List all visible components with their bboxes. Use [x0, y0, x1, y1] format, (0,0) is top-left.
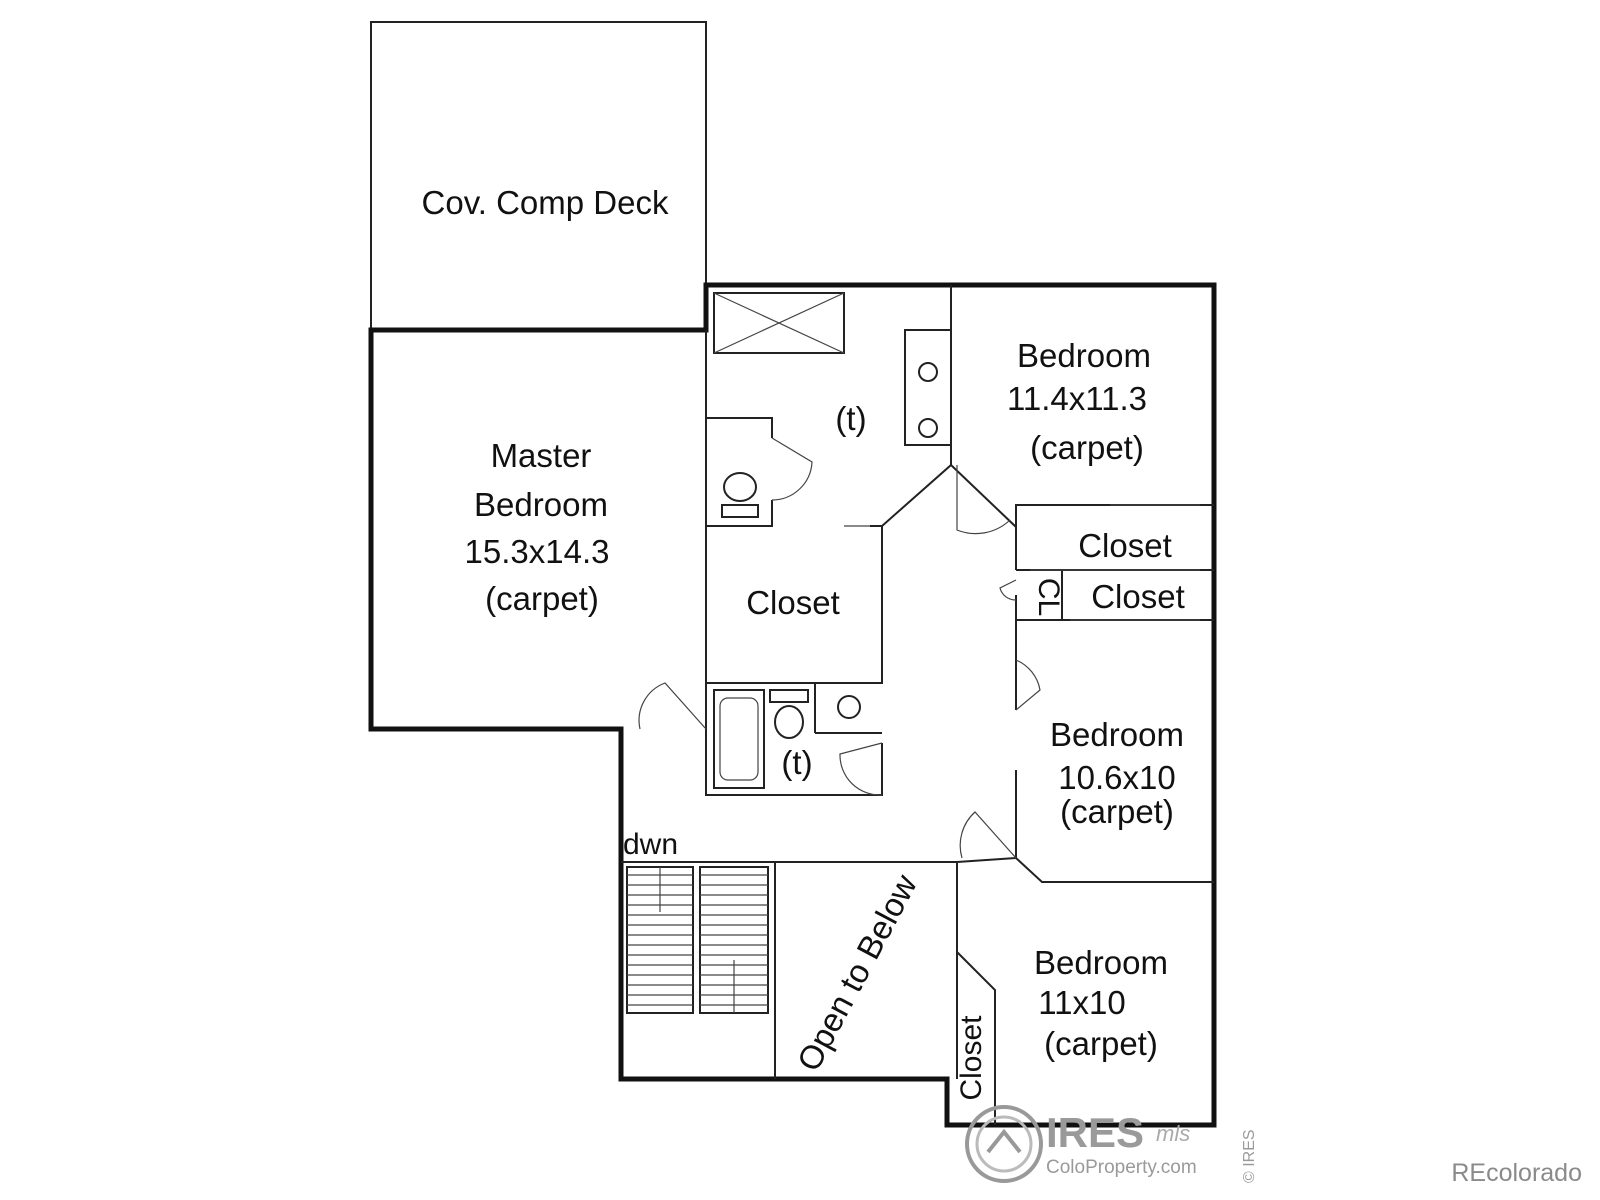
master-bedroom-line2: Bedroom [474, 486, 608, 523]
bedroom-3-name: Bedroom [1034, 944, 1168, 981]
closet-b-label: Closet [1091, 578, 1185, 615]
bedroom-2: Bedroom 10.6x10 (carpet) [1050, 716, 1184, 830]
exterior-walls [368, 282, 1217, 1128]
master-bedroom: Master Bedroom 15.3x14.3 (carpet) [465, 437, 610, 617]
door-swings [638, 437, 1041, 859]
bedroom-3-dims: 11x10 [1038, 984, 1125, 1021]
recolorado-watermark: REcolorado [1451, 1159, 1582, 1187]
bedroom-2-floor: (carpet) [1060, 793, 1174, 830]
bedroom-2-dims: 10.6x10 [1058, 759, 1175, 796]
bedroom-1-dims: 11.4x11.3 [1007, 380, 1147, 417]
ires-brand: IRES [1046, 1109, 1144, 1156]
hall-toilet [769, 689, 809, 739]
ires-site: ColoProperty.com [1046, 1157, 1197, 1178]
ires-mls: mls [1156, 1121, 1190, 1146]
closet-vertical-label: Closet [955, 1015, 988, 1101]
bedroom-3-floor: (carpet) [1044, 1025, 1158, 1062]
stairs: dwn [623, 828, 769, 1014]
closet-cl-label: CL [1032, 578, 1065, 616]
open-to-below-label: Open to Below [790, 868, 924, 1077]
bedroom-1-name: Bedroom [1017, 337, 1151, 374]
stairs-down-label: dwn [623, 828, 678, 861]
bedroom-2-name: Bedroom [1050, 716, 1184, 753]
shower-fixture [713, 292, 845, 354]
bedroom-1-floor: (carpet) [1030, 429, 1144, 466]
bathtub [713, 689, 765, 789]
closet-a-label: Closet [1078, 527, 1172, 564]
covered-deck: Cov. Comp Deck [370, 21, 707, 331]
master-bedroom-line1: Master [491, 437, 592, 474]
bedroom-3: Bedroom 11x10 (carpet) [1034, 944, 1168, 1062]
hall-sink [837, 695, 861, 719]
master-sinks [918, 362, 938, 438]
master-toilet [721, 472, 759, 518]
closet-sliders [1030, 504, 1200, 621]
master-bedroom-dims: 15.3x14.3 [465, 533, 610, 570]
ires-logo: IRES mls ColoProperty.com © IRES [965, 1105, 1258, 1183]
master-closet-label: Closet [746, 584, 840, 621]
master-toilet-label: (t) [835, 400, 866, 437]
ires-side: © IRES [1241, 1129, 1258, 1183]
deck-label: Cov. Comp Deck [422, 184, 669, 221]
bedroom-1: Bedroom 11.4x11.3 (carpet) [1007, 337, 1151, 466]
hall-toilet-label: (t) [781, 744, 812, 781]
master-bedroom-floor: (carpet) [485, 580, 599, 617]
